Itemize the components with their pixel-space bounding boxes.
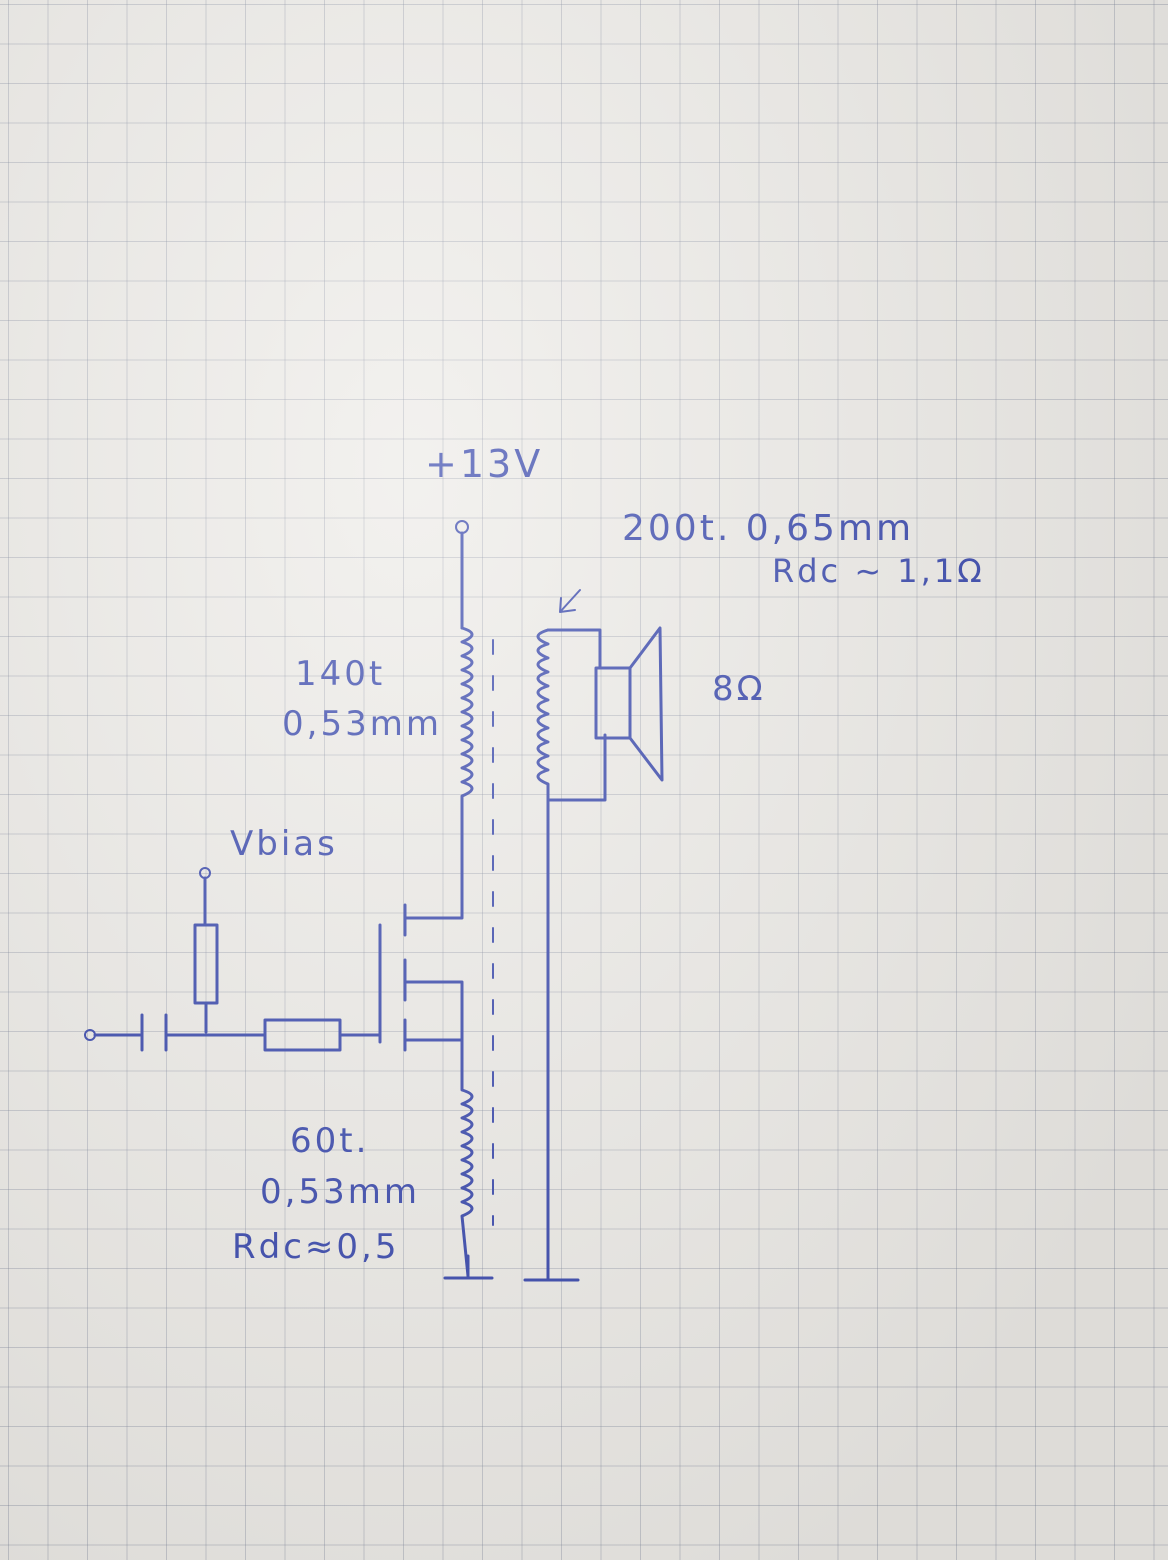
input-network [84,1013,382,1052]
secondary-rdc-label: Rdc ~ 1,1Ω [772,552,985,590]
speaker-icon [594,626,664,782]
bias-label: Vbias [230,824,338,864]
drain-wire [403,808,464,937]
supply-terminal [455,520,469,630]
supply-voltage-label: +13V [425,442,543,486]
feedback-wire-label: 0,53mm [260,1172,420,1212]
speaker-impedance-label: 8Ω [712,669,766,709]
mosfet-symbol [378,923,464,1052]
primary-wire-label: 0,53mm [282,704,442,744]
secondary-winding [536,628,550,792]
feedback-rdc-label: Rdc≈0,5 [232,1227,399,1267]
secondary-spec-label: 200t. 0,65mm [622,508,914,549]
primary-winding [460,626,474,812]
feedback-winding [460,1048,474,1278]
secondary-arrow-icon [559,589,581,613]
bias-network [193,867,219,1034]
primary-turns-label: 140t [295,654,385,694]
feedback-turns-label: 60t. [290,1121,369,1161]
ground-symbol-left [443,1254,494,1280]
speaker-wire-bottom [546,733,607,1282]
speaker-wire-top [546,628,602,670]
